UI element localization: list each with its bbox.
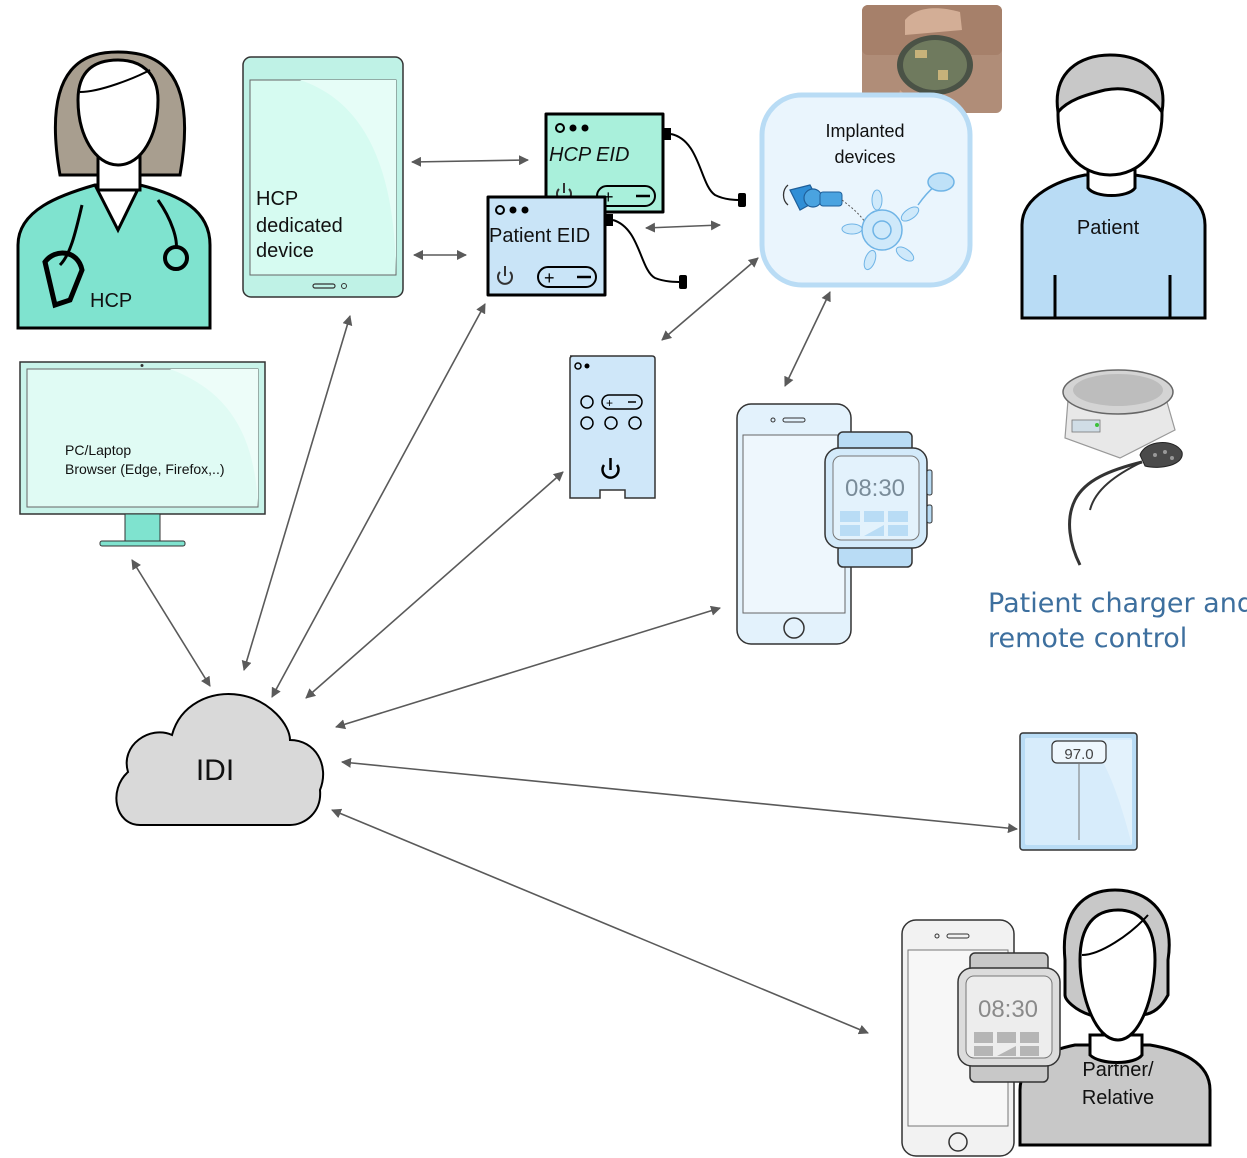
hcp-device-label-line2: dedicated xyxy=(256,215,343,237)
arrow-scale-cloud xyxy=(341,757,1018,834)
arrow-remote-cloud xyxy=(305,471,564,699)
partner-person-icon xyxy=(1018,888,1212,1147)
arrow-eid-implant xyxy=(645,220,721,233)
patient-person-icon xyxy=(1020,53,1207,320)
partner-smartwatch-icon xyxy=(957,952,1061,1083)
charger-label-line1: Patient charger and xyxy=(988,588,1247,619)
hcp-person-icon xyxy=(16,50,212,330)
arrow-tablet-hcp-eid xyxy=(411,155,529,167)
arrow-patient-eid-cloud xyxy=(271,303,486,698)
monitor-icon xyxy=(19,361,266,547)
patient-label: Patient xyxy=(1077,217,1140,239)
cloud-label: IDI xyxy=(196,754,234,787)
svg-text:+: + xyxy=(606,396,613,410)
cloud-icon xyxy=(115,693,325,826)
patient-eid-label: Patient EID xyxy=(489,225,590,247)
implanted-label-line1: Implanted xyxy=(825,121,904,141)
pc-label-line2: Browser (Edge, Firefox,..) xyxy=(65,461,225,477)
tablet-icon xyxy=(242,56,404,298)
arrow-remote-implant xyxy=(661,257,759,341)
hcp-label: HCP xyxy=(90,290,132,312)
hcp-eid-device-icon: + xyxy=(544,112,746,214)
watch-time: 08:30 xyxy=(845,475,905,502)
charger-photo-icon xyxy=(1062,369,1183,566)
scale-icon xyxy=(1019,732,1138,851)
svg-text:+: + xyxy=(544,268,555,288)
hcp-device-label-line3: device xyxy=(256,240,314,262)
pc-label-line1: PC/Laptop xyxy=(65,442,131,458)
arrow-phone-cloud xyxy=(335,605,721,730)
partner-label-line2: Relative xyxy=(1082,1087,1154,1109)
connections xyxy=(131,155,1018,1035)
implant-photo-icon xyxy=(862,5,1002,113)
scale-reading: 97.0 xyxy=(1064,746,1093,763)
svg-text:+: + xyxy=(603,187,614,207)
arrow-phone-implant xyxy=(784,291,831,387)
implanted-label-line2: devices xyxy=(834,147,895,167)
charger-label-line2: remote control xyxy=(988,623,1187,654)
arrow-pc-cloud xyxy=(131,559,211,687)
partner-watch-time: 08:30 xyxy=(978,996,1038,1023)
implant-icon xyxy=(759,92,973,288)
arrow-partner-cloud xyxy=(331,808,869,1035)
smartwatch-icon xyxy=(824,431,933,568)
partner-label-line1: Partner/ xyxy=(1082,1059,1154,1081)
hcp-device-label-line1: HCP xyxy=(256,188,298,210)
remote-control-icon: + xyxy=(569,355,656,499)
hcp-eid-label: HCP EID xyxy=(549,144,629,166)
